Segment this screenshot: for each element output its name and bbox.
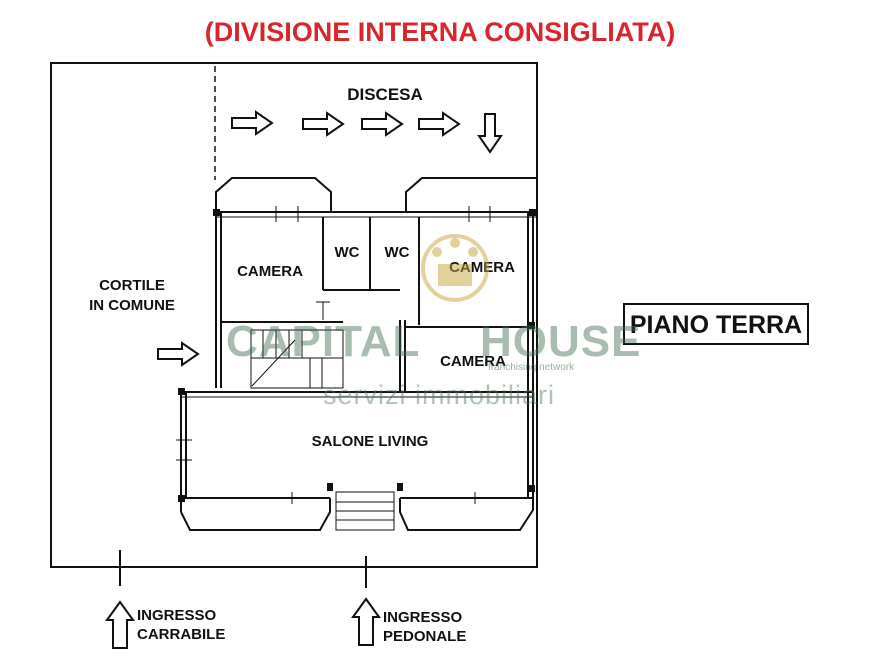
entry-arrow-icon: [157, 341, 200, 367]
ingresso-carrabile-line1: INGRESSO: [137, 607, 217, 624]
down-arrow-icon: [477, 113, 503, 154]
right-arrow-icon: [231, 110, 274, 136]
cortile-label-line2: IN COMUNE: [89, 297, 175, 314]
building-walls: [176, 177, 536, 531]
camera-middle-label: CAMERA: [440, 353, 506, 370]
watermark-brand-a: CAPITAL: [226, 317, 420, 366]
watermark-network: franchising network: [488, 362, 575, 373]
plot-boundary: [50, 62, 538, 568]
right-arrow-icon: [418, 111, 461, 137]
wc-2-label: WC: [385, 244, 410, 261]
ingresso-pedonale-line2: PEDONALE: [383, 628, 466, 645]
watermark-crest-icon: [421, 234, 489, 302]
wc-1-label: WC: [335, 244, 360, 261]
camera-left-label: CAMERA: [237, 263, 303, 280]
discesa-arrows: [231, 110, 503, 154]
ingresso-pedonale-line1: INGRESSO: [383, 609, 463, 626]
discesa-label: DISCESA: [347, 85, 423, 104]
floor-label: PIANO TERRA: [630, 311, 802, 339]
salone-label: SALONE LIVING: [312, 433, 429, 450]
plan-title: (DIVISIONE INTERNA CONSIGLIATA): [205, 17, 676, 47]
right-arrow-icon: [302, 111, 345, 137]
right-arrow-icon: [361, 111, 404, 137]
up-arrow-icon: [351, 597, 381, 646]
cortile-label-line1: CORTILE: [99, 277, 165, 294]
up-arrow-icon: [105, 600, 135, 649]
watermark-brand-b: HOUSE: [480, 317, 641, 366]
ingresso-carrabile-line2: CARRABILE: [137, 626, 225, 643]
watermark-tagline: servizi immobiliari: [323, 380, 555, 410]
floor-label-box: [623, 303, 809, 345]
watermark: CAPITAL HOUSE franchising network serviz…: [226, 234, 641, 410]
